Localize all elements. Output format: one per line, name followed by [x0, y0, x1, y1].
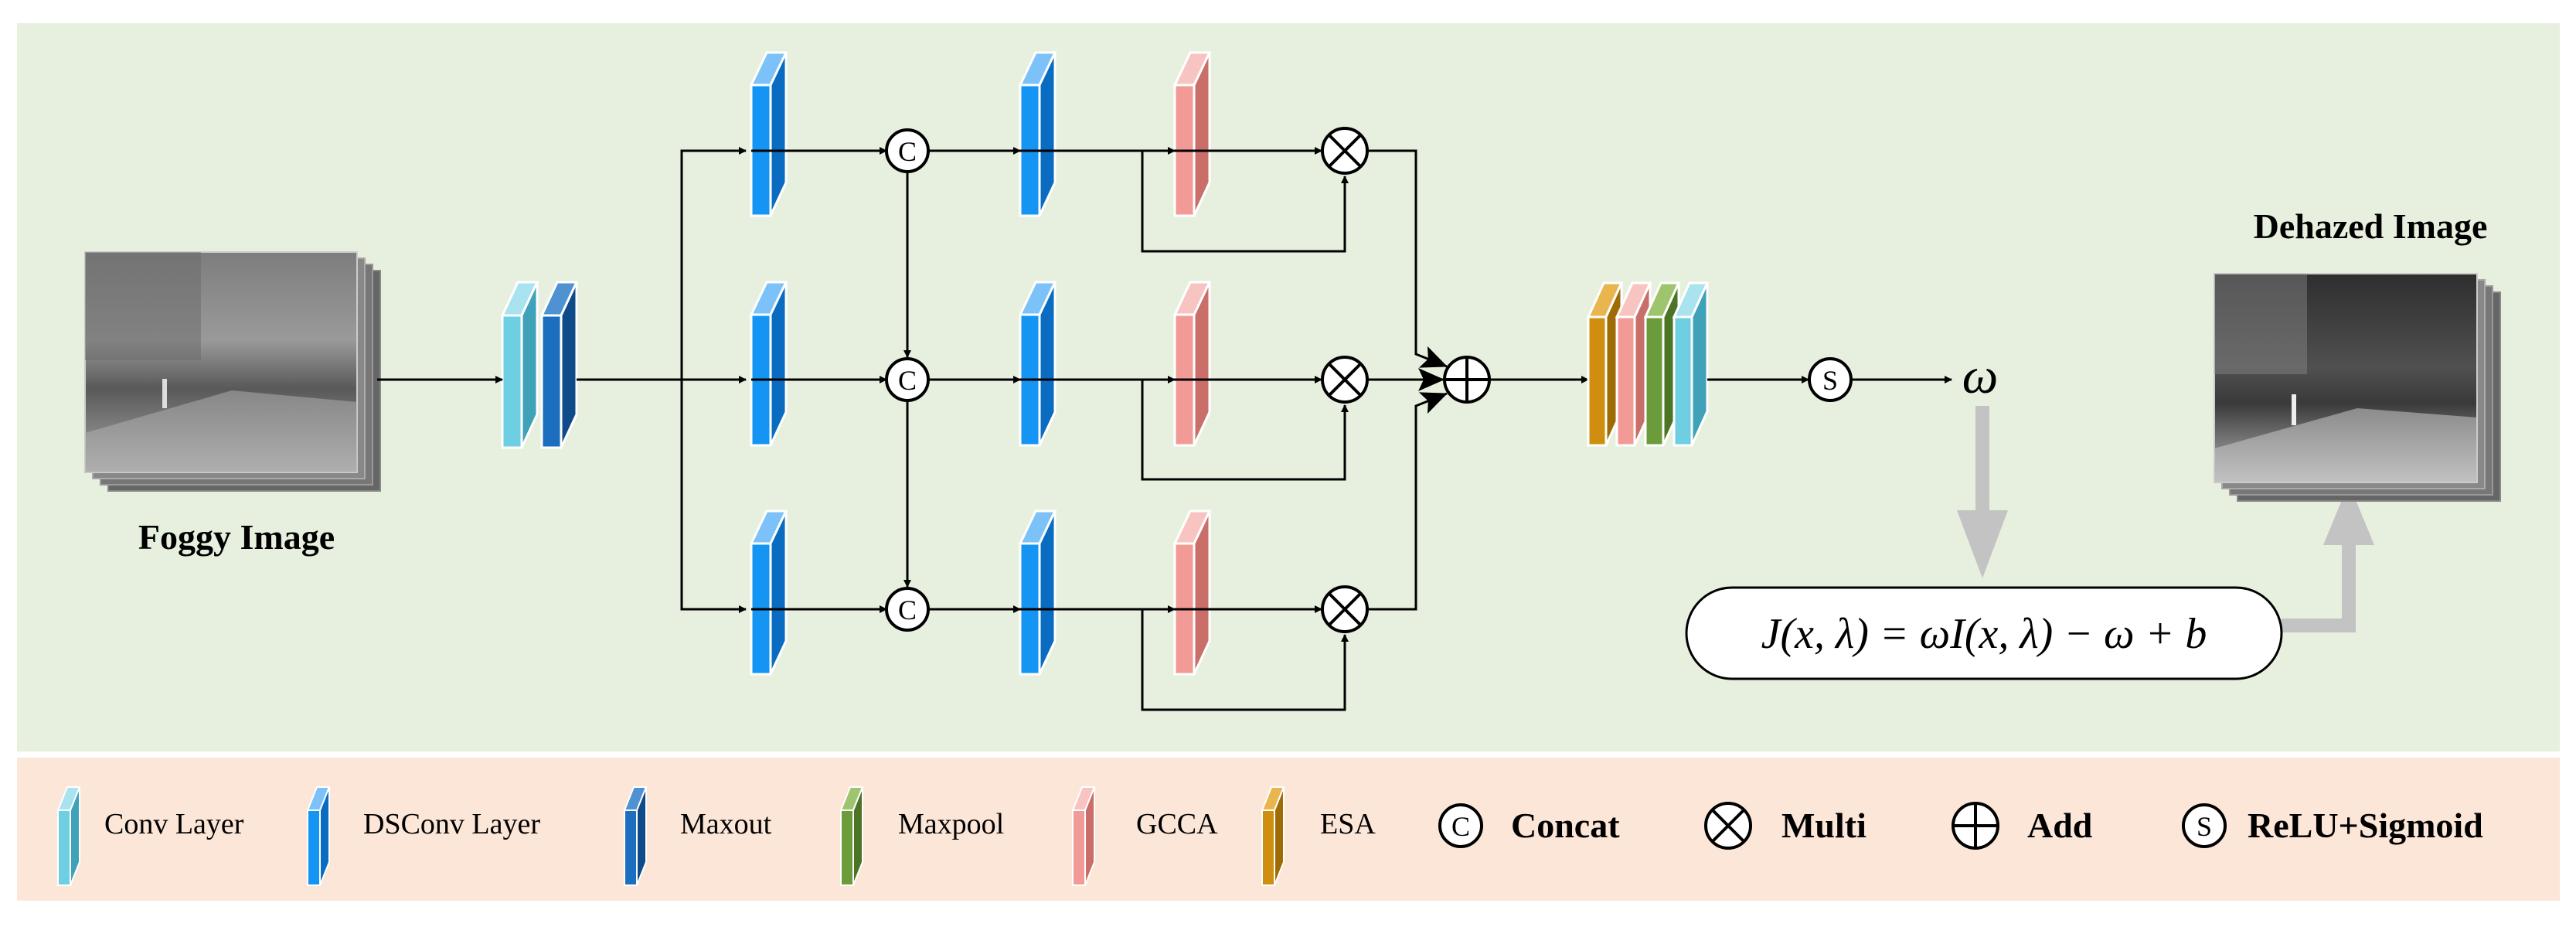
legend-item-relu-sigmoid: S ReLU+Sigmoid: [2182, 803, 2483, 848]
legend-label: Concat: [1511, 806, 1620, 845]
branch-3-concat-node: C: [885, 587, 930, 632]
legend-item-esa: ESA: [1261, 786, 1376, 886]
formula-to-dehazed-arrow: [2282, 483, 2374, 632]
legend-item-maxout: Maxout: [623, 786, 772, 886]
branch-2-gcca: [1172, 281, 1212, 447]
svg-text:C: C: [898, 595, 917, 625]
legend-item-conv-layer: Conv Layer: [56, 786, 244, 886]
legend-panel: [17, 758, 2560, 901]
legend-label: ReLU+Sigmoid: [2248, 806, 2483, 845]
formula-text: J(x, λ) = ωI(x, λ) − ω + b: [1761, 610, 2207, 658]
output-esa-block: [1586, 281, 1624, 447]
legend-label: ESA: [1320, 808, 1376, 840]
svg-text:C: C: [898, 136, 917, 167]
input-maxout-block: [539, 281, 579, 449]
input-conv-block: [500, 281, 539, 449]
branch-2-dsconv-a: [749, 281, 788, 447]
branch-2-concat-node: C: [885, 357, 930, 402]
legend-item-concat: C Concat: [1438, 803, 1620, 848]
svg-text:S: S: [2197, 811, 2212, 842]
legend-label: Maxout: [680, 808, 772, 840]
svg-text:C: C: [1451, 811, 1470, 842]
legend-label: Conv Layer: [104, 808, 244, 840]
dehazed-image: [2214, 273, 2501, 502]
branch-2-dsconv-b: [1018, 281, 1057, 447]
add-node: [1443, 356, 1491, 404]
branch-3-multi-node: [1321, 585, 1369, 633]
branch-1-concat-node: C: [885, 128, 930, 173]
output-gcca-block: [1615, 281, 1652, 447]
branch-3-dsconv-b: [1018, 510, 1057, 676]
legend-item-dsconv-layer: DSConv Layer: [306, 786, 540, 886]
legend-label: GCCA: [1136, 808, 1218, 840]
branch-3-dsconv-a: [749, 510, 788, 676]
legend-item-maxpool: Maxpool: [839, 786, 1004, 886]
omega-to-formula-arrow: [1957, 406, 2008, 578]
legend-label: Maxpool: [898, 808, 1004, 840]
svg-text:S: S: [1822, 365, 1838, 396]
dehazed-image-label: Dehazed Image: [2254, 206, 2488, 246]
formula-box: J(x, λ) = ωI(x, λ) − ω + b: [1685, 586, 2283, 680]
branch-2-multi-node: [1321, 356, 1369, 404]
branch-1-multi-node: [1321, 127, 1369, 175]
branch-1-dsconv-b: [1018, 51, 1057, 217]
svg-text:C: C: [898, 365, 917, 396]
branch-1-gcca: [1172, 51, 1212, 217]
legend-item-add: Add: [1952, 802, 2093, 850]
legend-label: Add: [2027, 806, 2093, 845]
legend-label: DSConv Layer: [363, 808, 540, 840]
foggy-image: [84, 251, 381, 492]
output-conv-block: [1672, 281, 1710, 447]
legend: Conv Layer DSConv Layer Maxout Maxpool G…: [56, 786, 2483, 886]
legend-item-gcca: GCCA: [1071, 786, 1218, 886]
branch-3-gcca: [1172, 510, 1212, 676]
foggy-image-label: Foggy Image: [138, 517, 335, 557]
legend-item-multi: Multi: [1704, 802, 1866, 850]
relu-sigmoid-node: S: [1808, 357, 1853, 402]
omega-symbol: ω: [1962, 348, 1999, 404]
branch-1-dsconv-a: [749, 51, 788, 217]
legend-label: Multi: [1781, 806, 1866, 845]
